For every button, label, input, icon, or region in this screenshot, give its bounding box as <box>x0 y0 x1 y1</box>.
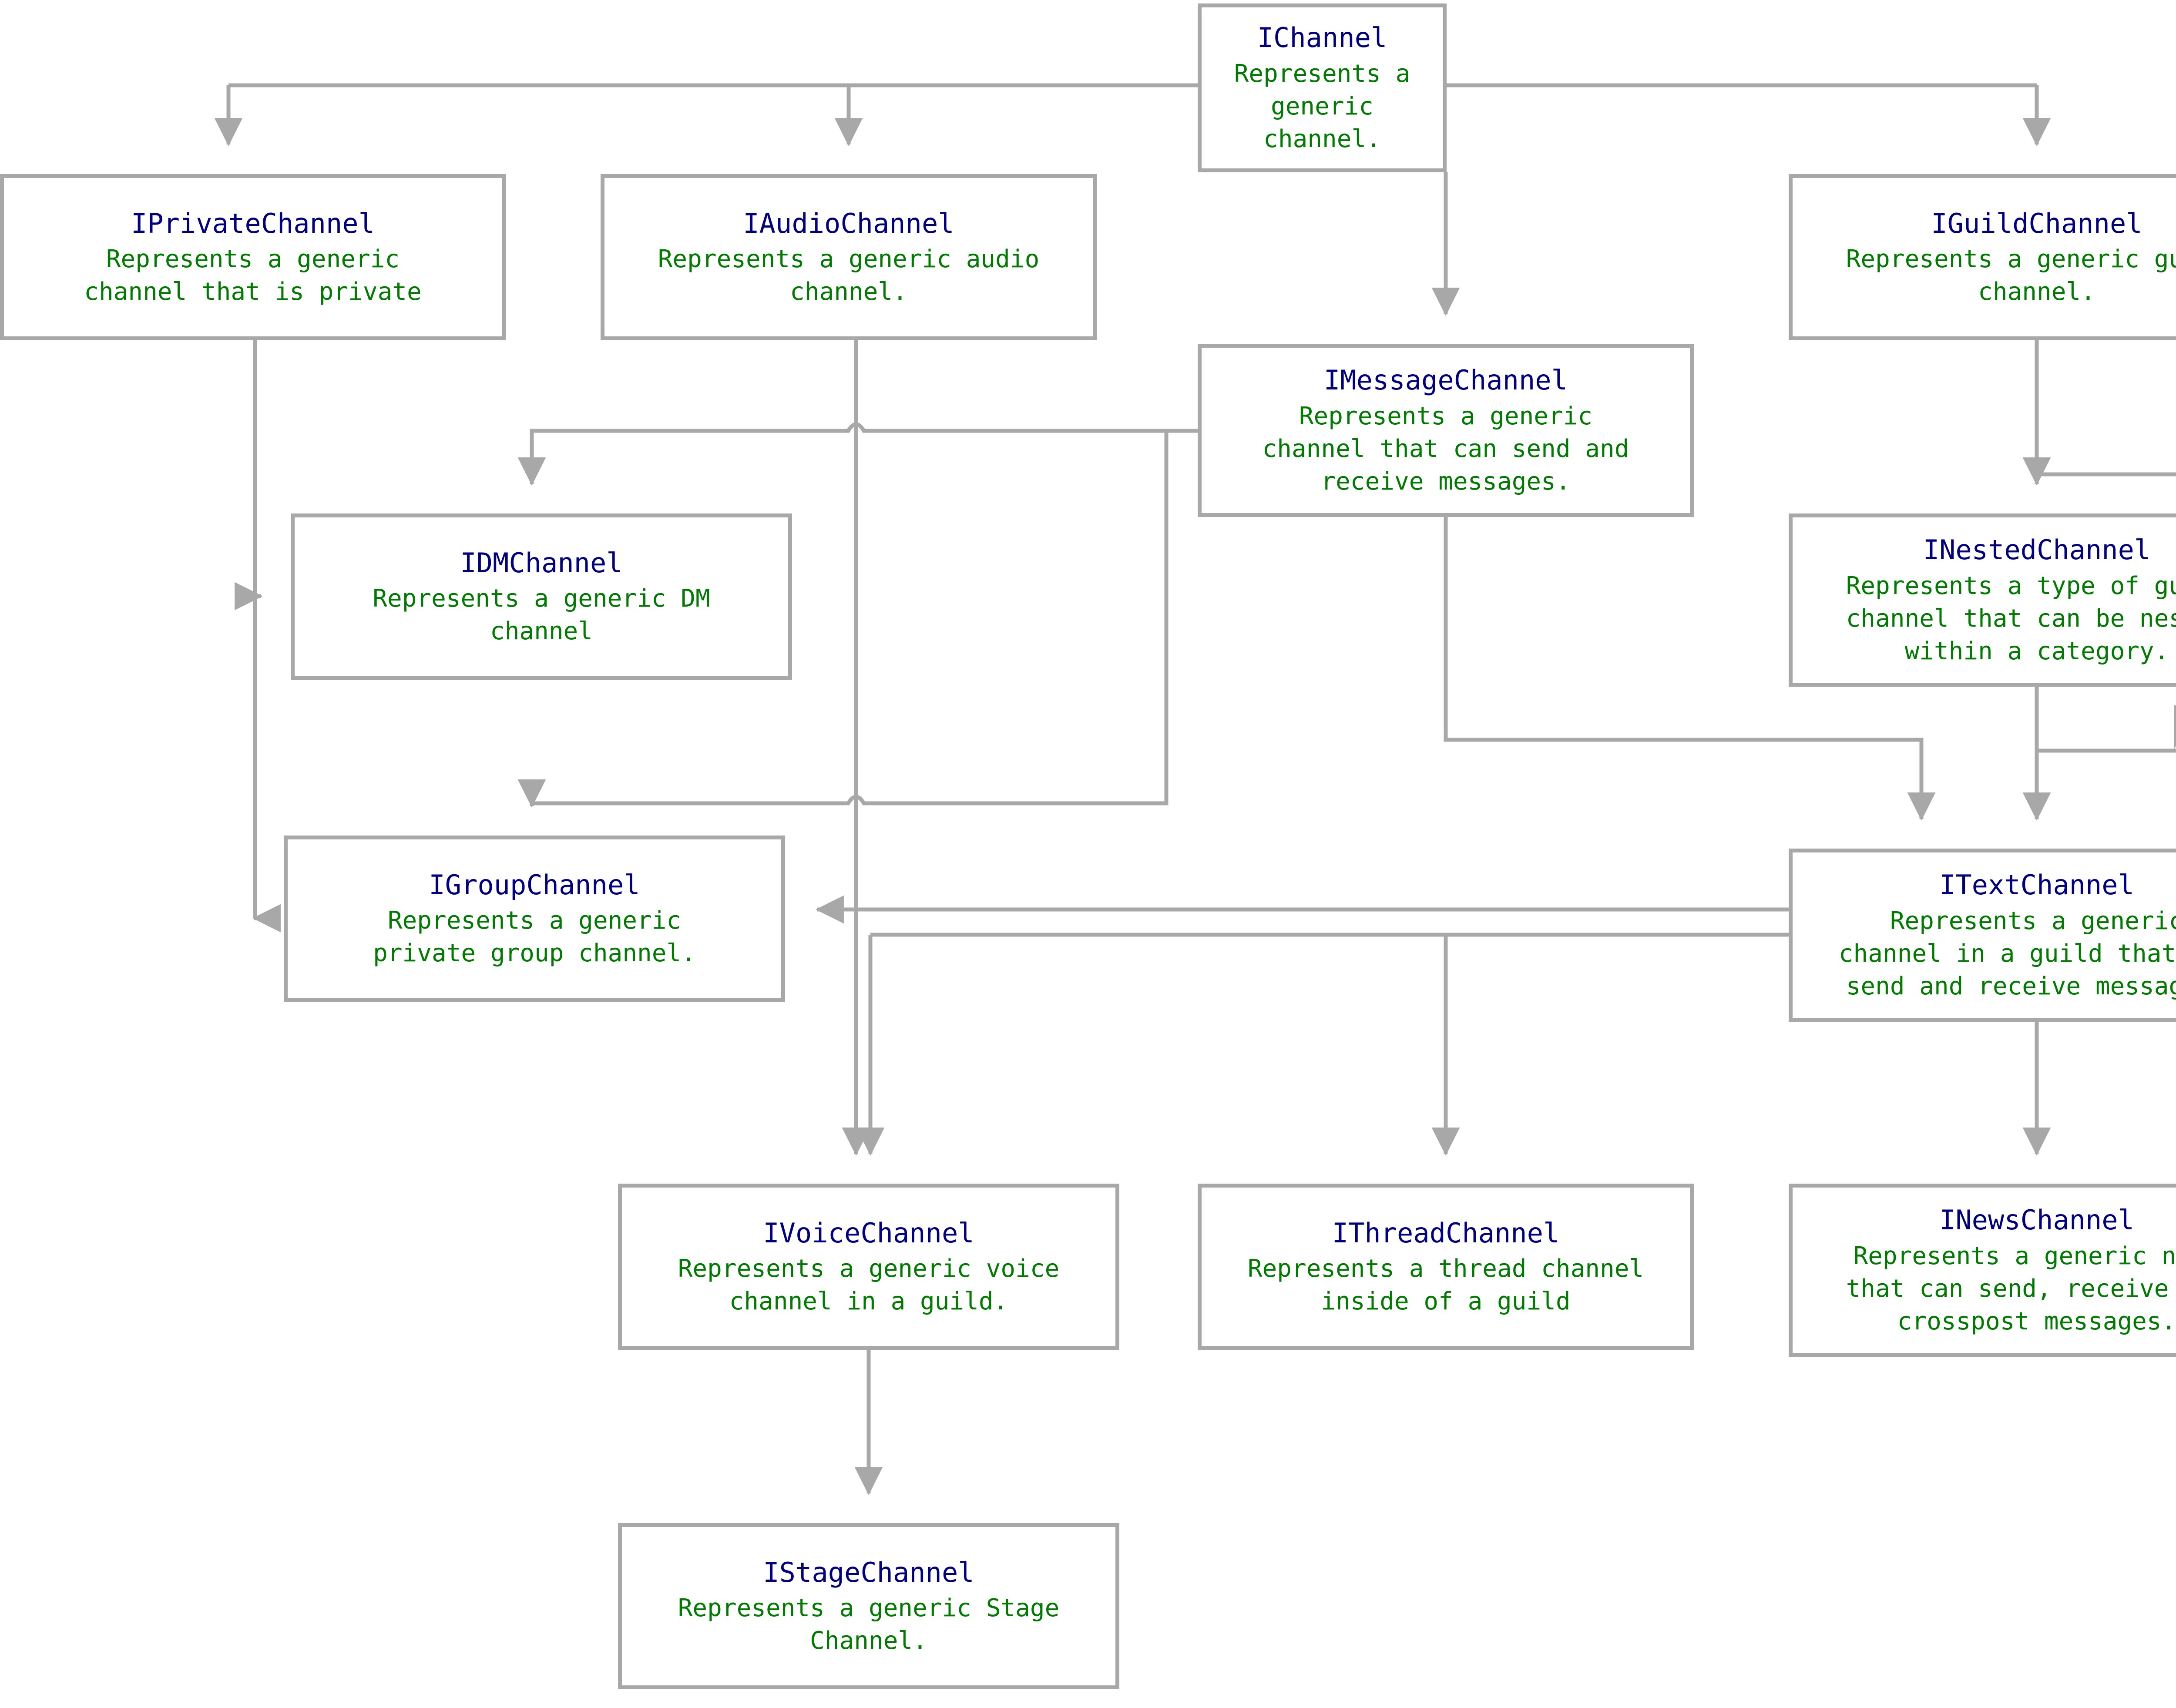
node-iguildchannel[interactable]: IGuildChannel Represents a generic guild… <box>1789 174 2176 340</box>
node-title: IGuildChannel <box>1931 207 2142 239</box>
node-iprivatechannel[interactable]: IPrivateChannel Represents a generic cha… <box>0 174 506 340</box>
node-title: INewsChannel <box>1939 1204 2134 1236</box>
node-description: Represents a generic private group chann… <box>373 906 696 968</box>
node-igroupchannel[interactable]: IGroupChannel Represents a generic priva… <box>284 836 785 1002</box>
node-description: Represents a generic Stage Channel. <box>678 1594 1060 1655</box>
node-istagechannel[interactable]: IStageChannel Represents a generic Stage… <box>618 1523 1119 1689</box>
node-description: Represents a generic channel in a guild … <box>1838 906 2176 1000</box>
edge-iprivatechannel-to-igroupchannel <box>252 340 281 933</box>
node-description: Represents a generic channel that is pri… <box>84 245 422 306</box>
node-description: Represents a generic channel that can se… <box>1262 402 1629 496</box>
node-iaudiochannel[interactable]: IAudioChannel Represents a generic audio… <box>601 174 1097 340</box>
edge-imessagechannel-to-idmchannel <box>517 422 1198 486</box>
node-ichannel[interactable]: IChannel Represents a generic channel. <box>1198 3 1447 172</box>
node-title: IStageChannel <box>763 1556 974 1588</box>
edge-inestedchannel-to-iforumchannel <box>2035 687 2176 753</box>
node-ithreadchannel[interactable]: IThreadChannel Represents a thread chann… <box>1198 1184 1694 1350</box>
node-description: Represents a generic news that can send,… <box>1846 1242 2176 1336</box>
node-title: IGroupChannel <box>429 869 640 901</box>
node-title: IThreadChannel <box>1332 1217 1560 1249</box>
node-description: Represents a generic DM channel <box>373 584 710 646</box>
node-inewschannel[interactable]: INewsChannel Represents a generic news t… <box>1789 1184 2176 1357</box>
node-description: Represents a generic audio channel. <box>658 245 1040 306</box>
node-title: IAudioChannel <box>743 207 954 239</box>
node-idmchannel[interactable]: IDMChannel Represents a generic DM chann… <box>291 513 792 680</box>
node-title: IDMChannel <box>460 547 623 579</box>
node-title: IPrivateChannel <box>131 207 375 239</box>
node-ivoicechannel[interactable]: IVoiceChannel Represents a generic voice… <box>618 1184 1119 1350</box>
node-title: IMessageChannel <box>1324 364 1568 396</box>
node-description: Represents a thread channel inside of a … <box>1247 1255 1644 1316</box>
node-itextchannel[interactable]: ITextChannel Represents a generic channe… <box>1789 849 2176 1022</box>
node-description: Represents a generic voice channel in a … <box>678 1255 1060 1316</box>
node-title: INestedChannel <box>1923 534 2151 566</box>
node-title: IVoiceChannel <box>763 1217 974 1249</box>
node-inestedchannel[interactable]: INestedChannel Represents a type of guil… <box>1789 513 2176 687</box>
node-title: IChannel <box>1257 22 1387 54</box>
node-imessagechannel[interactable]: IMessageChannel Represents a generic cha… <box>1198 344 1694 517</box>
node-description: Represents a generic guild channel. <box>1846 245 2176 306</box>
node-description: Represents a type of guild channel that … <box>1846 571 2176 665</box>
node-title: ITextChannel <box>1939 869 2134 901</box>
node-description: Represents a generic channel. <box>1234 59 1410 153</box>
edge-iprivatechannel-to-idmchannel <box>235 340 263 611</box>
